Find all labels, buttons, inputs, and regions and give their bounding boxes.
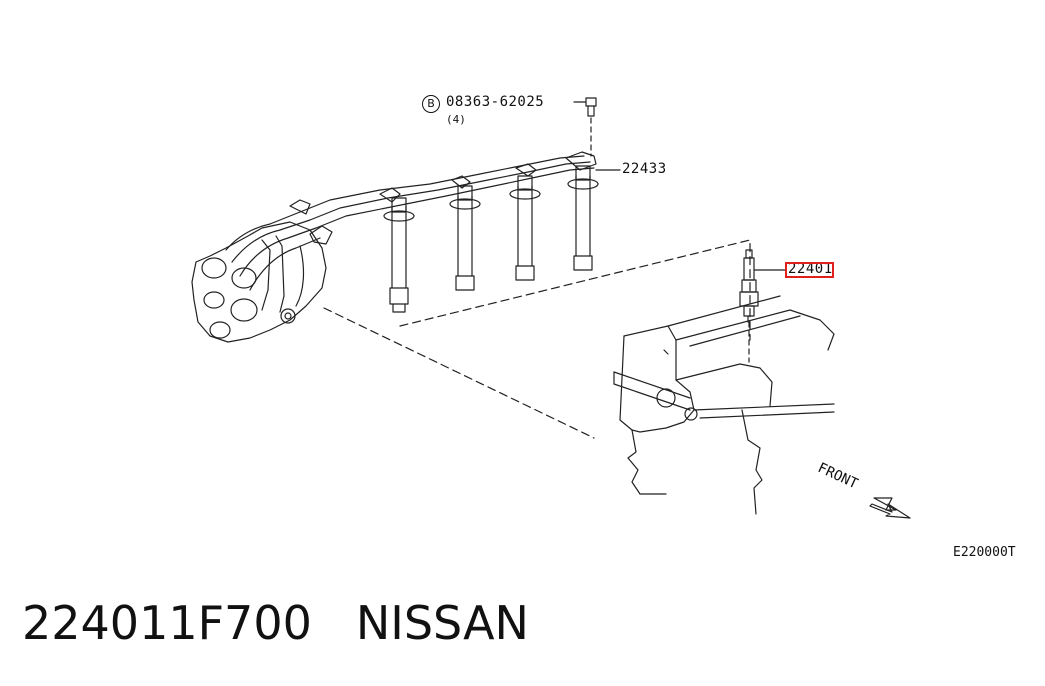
spark-plug-part-number[interactable]: 22401 (788, 261, 833, 277)
brand-name: NISSAN (355, 596, 529, 650)
plug-lead-2 (449, 185, 481, 291)
spark-plug (739, 249, 787, 323)
engine-cylinder-head (613, 295, 835, 515)
part-number: 224011F700 (22, 596, 312, 650)
distributor (191, 221, 327, 343)
ignition-wire-loom (225, 151, 597, 291)
bolt-part-number[interactable]: 08363-62025 (446, 94, 545, 110)
parts-diagram (191, 97, 911, 519)
front-arrow-icon (869, 497, 911, 519)
plug-lead-4 (567, 165, 599, 271)
plug-lead-1 (383, 197, 415, 313)
bolt-quantity: (4) (446, 113, 466, 126)
figure-code: E220000T (953, 545, 1016, 560)
wire-set-part-number[interactable]: 22433 (622, 161, 667, 177)
bolt-marker-circle: B (422, 95, 440, 113)
assembly-dashed-outline (323, 239, 751, 439)
bolt (573, 97, 597, 117)
plug-lead-3 (509, 175, 541, 281)
part-title: 224011F700 NISSAN (22, 596, 573, 650)
spark-plug-highlight-box (785, 262, 834, 278)
